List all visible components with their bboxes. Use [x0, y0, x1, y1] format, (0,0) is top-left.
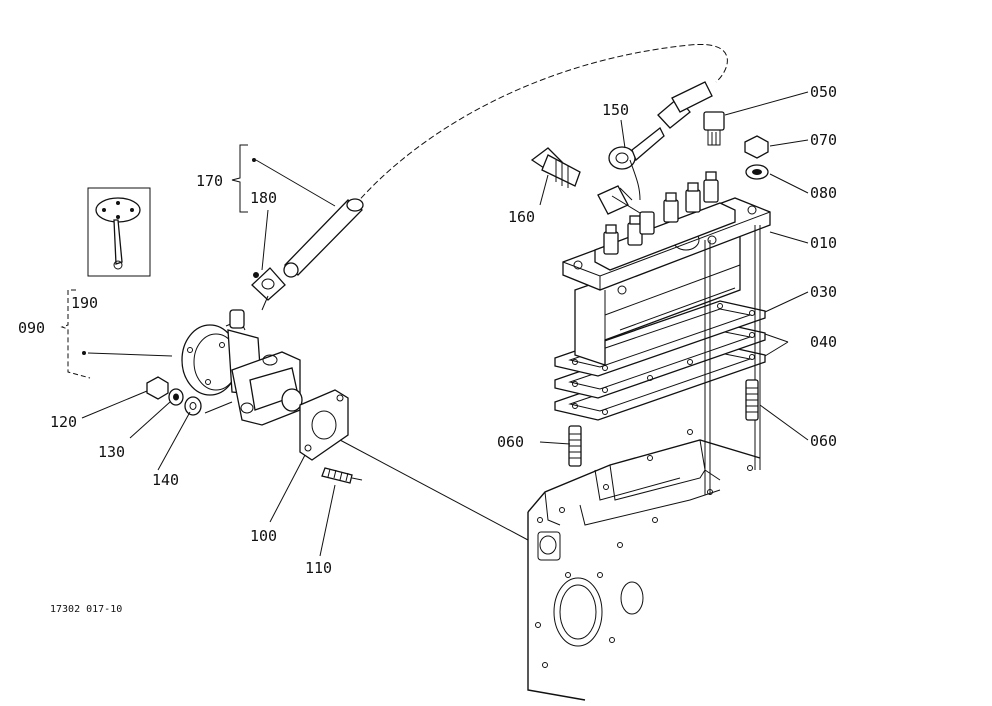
label-070: 070: [810, 131, 837, 149]
label-160: 160: [508, 208, 535, 226]
label-100: 100: [250, 527, 277, 545]
gasket-stack: [554, 300, 766, 421]
label-090: 090: [18, 319, 45, 337]
tool-190: [87, 187, 151, 277]
stud-110: [321, 467, 363, 484]
engine-block: [527, 429, 761, 701]
studs: [568, 379, 759, 467]
label-120: 120: [50, 413, 77, 431]
label-140: 140: [152, 471, 179, 489]
bracket-170: [231, 144, 248, 213]
bolt-nut-washer: [703, 111, 769, 180]
part-labels: 050 070 080 010 030 040 060 060 150 160 …: [18, 83, 837, 615]
control-rod: [251, 158, 364, 311]
label-060-right: 060: [810, 432, 837, 450]
leader-lines: [81, 91, 809, 557]
label-060-left: 060: [497, 433, 524, 451]
label-080: 080: [810, 184, 837, 202]
label-180: 180: [250, 189, 277, 207]
solenoid-assembly: [82, 309, 303, 426]
bracket-090: [60, 289, 91, 379]
label-110: 110: [305, 559, 332, 577]
label-190: 190: [71, 294, 98, 312]
label-040: 040: [810, 333, 837, 351]
label-130: 130: [98, 443, 125, 461]
label-050: 050: [810, 83, 837, 101]
flange-gasket: [299, 389, 349, 461]
drawing-code: 17302 017-10: [50, 604, 122, 615]
label-150: 150: [602, 101, 629, 119]
injection-pump: [562, 171, 771, 495]
label-030: 030: [810, 283, 837, 301]
fuel-fittings: [354, 43, 728, 215]
label-010: 010: [810, 234, 837, 252]
label-170: 170: [196, 172, 223, 190]
nut-washers: [146, 376, 202, 416]
delivery-valve-holders: [603, 171, 719, 255]
